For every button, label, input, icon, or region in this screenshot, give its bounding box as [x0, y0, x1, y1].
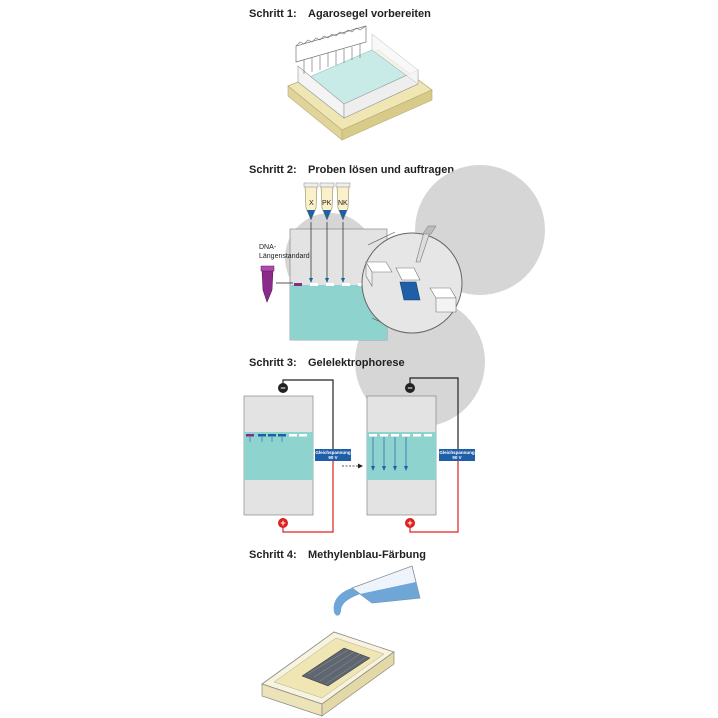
- sample-tubes: X PK NK: [303, 182, 351, 221]
- process-arrow: [342, 463, 363, 469]
- loaded-sample: [399, 281, 421, 301]
- comb-teeth-edge: [295, 25, 367, 47]
- marker-tube: DNA- Längenstandard: [259, 244, 310, 303]
- pipette-body: [422, 225, 437, 235]
- electrode-positive-left: [278, 518, 288, 528]
- svg-text:90 V: 90 V: [328, 455, 337, 460]
- marker-well: [294, 283, 302, 286]
- electrode-negative-left: [278, 383, 288, 393]
- tube-nk-label: NK: [338, 200, 348, 207]
- dye-stream: [333, 588, 360, 616]
- step3-number: Schritt 3:: [249, 357, 297, 369]
- electrophoresis-before: − + Gleichspannung 90 V: [243, 379, 351, 533]
- comb-teeth: [303, 44, 361, 74]
- step4-title: Methylenblau-Färbung: [308, 549, 426, 561]
- svg-text:90 V: 90 V: [452, 455, 461, 460]
- tube-pk-label: PK: [322, 200, 332, 207]
- svg-text:−: −: [280, 383, 285, 393]
- tube-x: X: [303, 182, 319, 221]
- tube-x-label: X: [309, 200, 314, 207]
- svg-text:+: +: [407, 518, 412, 528]
- gel-in-stain: [301, 647, 371, 687]
- step4-number: Schritt 4:: [249, 549, 297, 561]
- step2-title: Proben lösen und auftragen: [308, 164, 454, 176]
- electrode-positive-right: [405, 518, 415, 528]
- voltage-box-left: [315, 449, 351, 461]
- gel-texture: [307, 649, 367, 685]
- step1-number: Schritt 1:: [249, 8, 297, 20]
- staining-tray: [261, 631, 395, 717]
- comb: [295, 25, 367, 63]
- electrode-negative-right: [405, 383, 415, 393]
- tube-nk: NK: [335, 182, 351, 221]
- svg-text:Gleichspannung: Gleichspannung: [315, 450, 351, 455]
- step2-number: Schritt 2:: [249, 164, 297, 176]
- pouring-beaker: [333, 565, 421, 616]
- gel-casting-tray: [287, 25, 433, 141]
- step1-title: Agarosegel vorbereiten: [308, 8, 431, 20]
- tray-front-right: [341, 89, 433, 141]
- loading-arrows: [309, 222, 345, 283]
- voltage-box-right: [439, 449, 475, 461]
- electrophoresis-after: − + Gleichspannung 90 V: [366, 377, 475, 533]
- tray-side: [321, 651, 395, 717]
- bg-circle-lower: [355, 297, 485, 427]
- tube-pk: PK: [319, 182, 335, 221]
- svg-text:−: −: [407, 383, 412, 393]
- tray-wall-back: [371, 33, 419, 85]
- svg-text:+: +: [280, 518, 285, 528]
- marker-label-line1: DNA-: [259, 244, 277, 251]
- svg-text:Gleichspannung: Gleichspannung: [439, 450, 475, 455]
- zoom-detail: [361, 225, 463, 334]
- step3-title: Gelelektrophorese: [308, 357, 405, 369]
- marker-label-line2: Längenstandard: [259, 253, 310, 260]
